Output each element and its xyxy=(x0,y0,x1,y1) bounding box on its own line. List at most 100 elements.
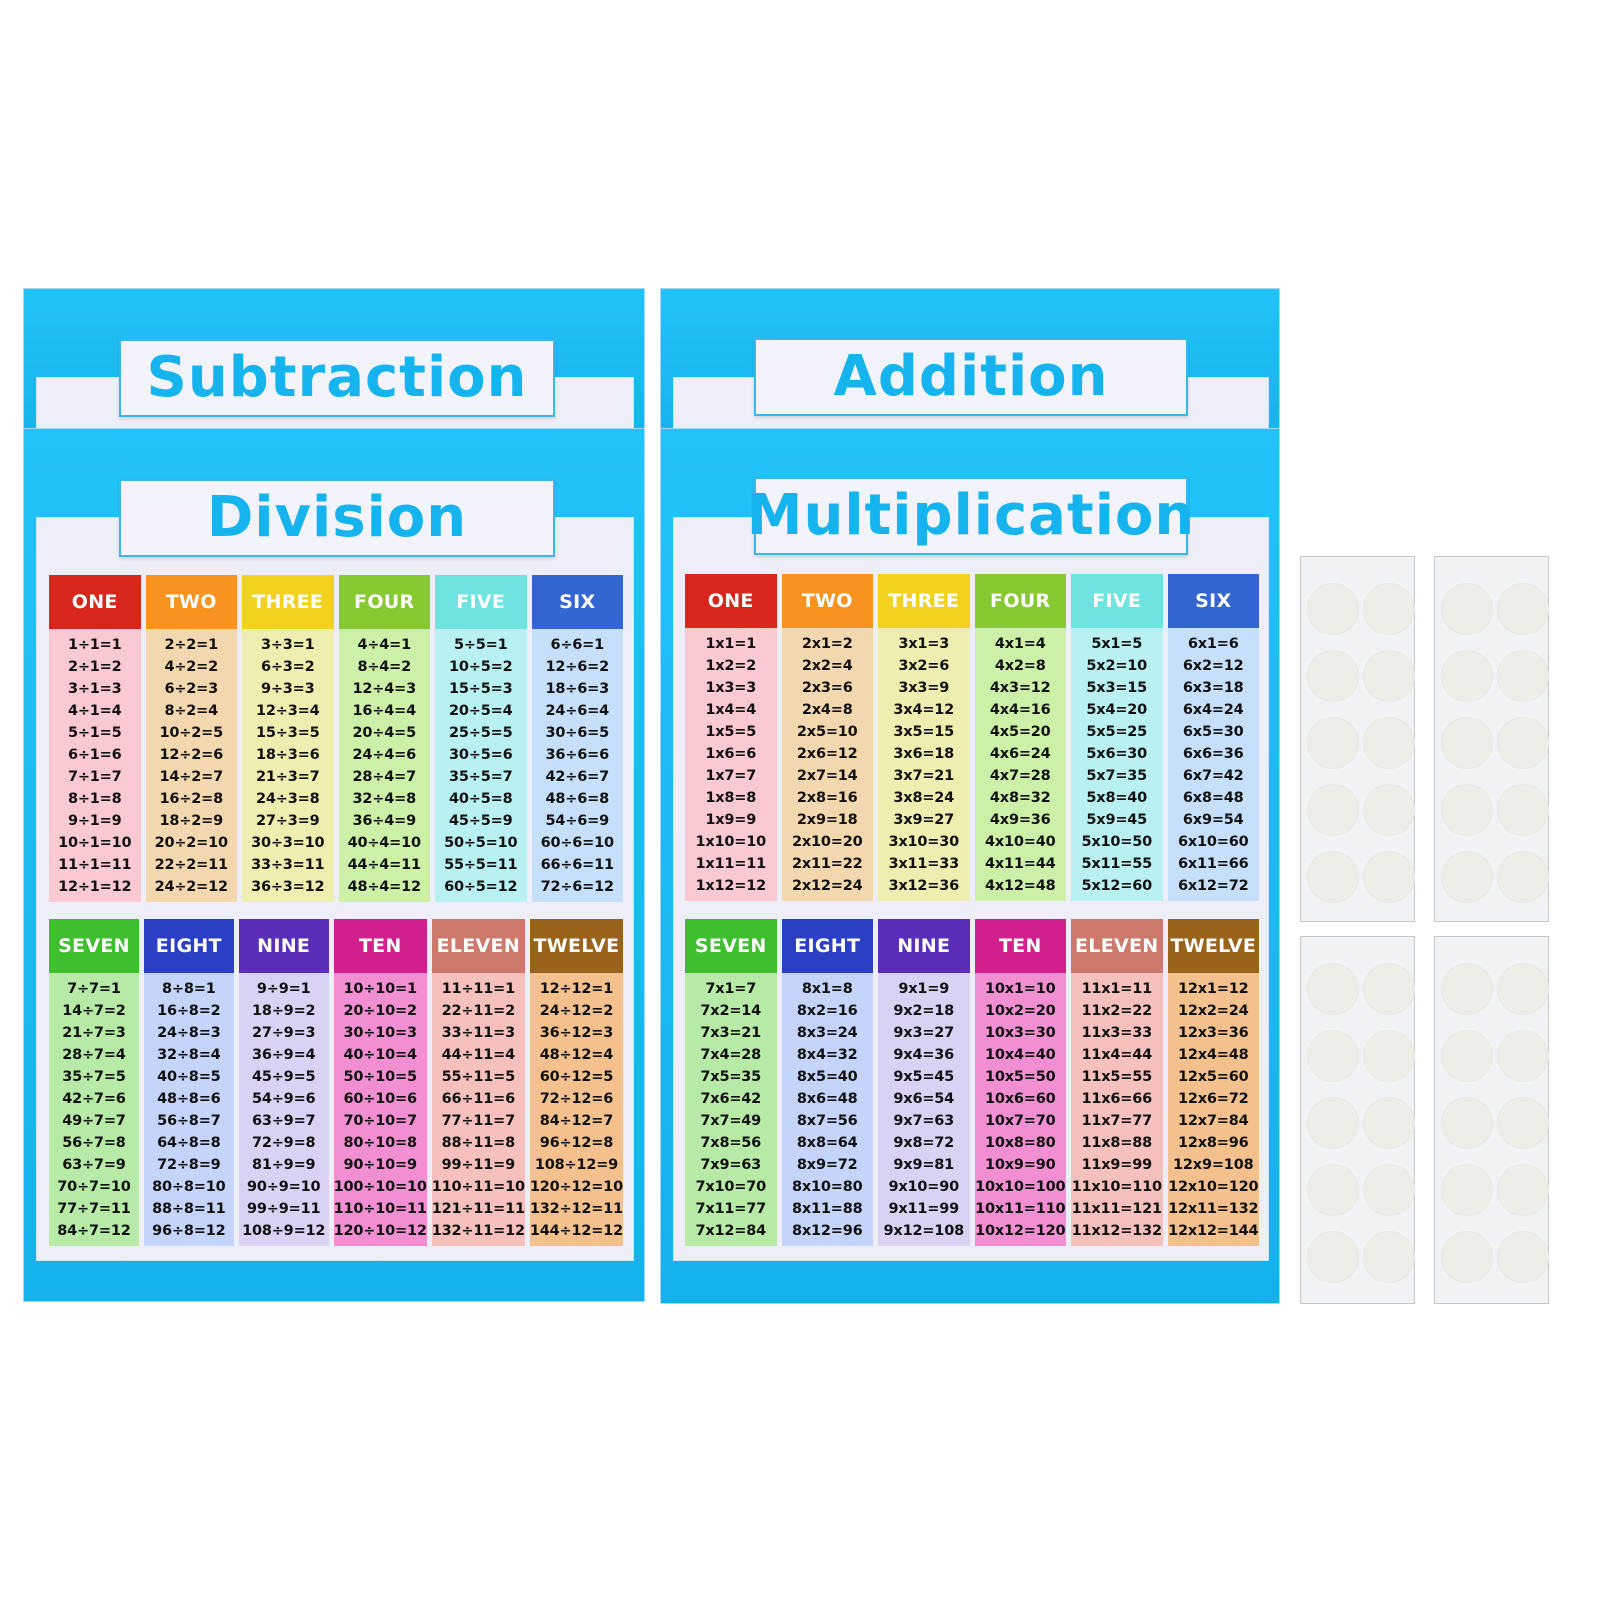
math-fact: 60÷10=6 xyxy=(343,1091,418,1107)
adhesive-dot-sheet xyxy=(1300,936,1415,1304)
adhesive-dot xyxy=(1363,1030,1415,1082)
math-fact: 77÷7=11 xyxy=(57,1201,131,1217)
math-fact: 2x12=24 xyxy=(791,878,863,894)
math-fact: 99÷9=11 xyxy=(247,1201,321,1217)
math-fact: 16÷8=2 xyxy=(157,1003,221,1019)
math-fact: 24÷3=8 xyxy=(256,791,320,807)
column-header: TEN xyxy=(333,919,427,973)
math-fact: 72÷9=8 xyxy=(251,1135,316,1151)
math-fact: 63÷7=9 xyxy=(62,1157,126,1173)
column-header: EIGHT xyxy=(143,919,234,973)
math-fact: 4÷2=2 xyxy=(164,659,219,675)
math-fact: 42÷6=7 xyxy=(545,769,610,785)
math-fact: 30÷10=3 xyxy=(343,1025,418,1041)
adhesive-dot xyxy=(1363,963,1415,1015)
math-fact: 24÷4=6 xyxy=(352,747,417,763)
adhesive-dot xyxy=(1441,717,1493,769)
math-fact: 30÷5=6 xyxy=(449,747,513,763)
math-fact: 6x7=42 xyxy=(1182,768,1244,784)
math-fact: 24÷8=3 xyxy=(157,1025,221,1041)
math-fact: 56÷8=7 xyxy=(157,1113,221,1129)
math-fact: 12x1=12 xyxy=(1177,981,1249,997)
column-header: FIVE xyxy=(1071,574,1163,628)
math-fact: 10x1=10 xyxy=(984,981,1056,997)
math-fact: 3x7=21 xyxy=(893,768,955,784)
column-header: FOUR xyxy=(338,575,430,629)
math-fact: 7x11=77 xyxy=(695,1201,767,1217)
math-fact: 8÷4=2 xyxy=(357,659,412,675)
math-fact: 32÷8=4 xyxy=(157,1047,221,1063)
math-fact: 20÷5=4 xyxy=(449,703,513,719)
adhesive-dot xyxy=(1307,784,1359,836)
math-fact: 6x6=36 xyxy=(1182,746,1244,762)
adhesive-dot xyxy=(1307,1164,1359,1216)
math-fact: 10x8=80 xyxy=(984,1135,1056,1151)
math-fact: 2x5=10 xyxy=(796,724,858,740)
math-fact: 8x8=64 xyxy=(796,1135,858,1151)
math-fact: 6x11=66 xyxy=(1177,856,1249,872)
column-header: TWO xyxy=(145,575,237,629)
adhesive-dot xyxy=(1497,1030,1549,1082)
math-fact: 20÷2=10 xyxy=(154,835,229,851)
adhesive-dot xyxy=(1441,1231,1493,1283)
math-fact: 27÷9=3 xyxy=(251,1025,316,1041)
math-fact: 8÷2=4 xyxy=(164,703,219,719)
math-fact: 108÷9=12 xyxy=(242,1223,326,1239)
math-fact: 6x2=12 xyxy=(1182,658,1244,674)
math-fact: 50÷5=10 xyxy=(444,835,518,851)
math-fact: 5x6=30 xyxy=(1086,746,1148,762)
adhesive-dot xyxy=(1363,650,1415,702)
math-fact: 9x9=81 xyxy=(893,1157,955,1173)
math-fact: 11x7=77 xyxy=(1081,1113,1153,1129)
column-header: SEVEN xyxy=(49,919,139,973)
subtraction-poster: Subtraction xyxy=(23,288,645,457)
math-fact: 40÷4=10 xyxy=(347,835,422,851)
math-fact: 6x1=6 xyxy=(1187,636,1239,652)
column-header: EIGHT xyxy=(781,919,873,973)
math-fact: 10x9=90 xyxy=(984,1157,1056,1173)
adhesive-dot-sheet xyxy=(1434,556,1549,922)
math-fact: 5x10=50 xyxy=(1081,834,1153,850)
math-fact: 20÷10=2 xyxy=(343,1003,418,1019)
math-fact: 8x5=40 xyxy=(796,1069,858,1085)
math-fact: 10x10=100 xyxy=(975,1179,1066,1195)
math-fact: 12x6=72 xyxy=(1177,1091,1249,1107)
math-fact: 10x11=110 xyxy=(975,1201,1066,1217)
math-fact: 9x7=63 xyxy=(893,1113,955,1129)
math-fact: 66÷6=11 xyxy=(540,857,615,873)
math-fact: 70÷7=10 xyxy=(57,1179,131,1195)
math-fact: 2x9=18 xyxy=(796,812,858,828)
math-fact: 8x3=24 xyxy=(796,1025,858,1041)
math-fact: 14÷7=2 xyxy=(62,1003,126,1019)
math-fact: 2x2=4 xyxy=(801,658,853,674)
column-header: ONE xyxy=(49,575,141,629)
math-fact: 1x11=11 xyxy=(695,856,767,872)
math-fact: 4x3=12 xyxy=(989,680,1051,696)
math-fact: 4x2=8 xyxy=(994,658,1046,674)
math-fact: 32÷4=8 xyxy=(352,791,417,807)
math-fact: 55÷11=5 xyxy=(441,1069,516,1085)
math-fact: 9÷1=9 xyxy=(67,813,122,829)
math-fact: 8÷1=8 xyxy=(67,791,122,807)
math-fact: 45÷9=5 xyxy=(251,1069,316,1085)
math-fact: 7x4=28 xyxy=(700,1047,762,1063)
math-fact: 72÷12=6 xyxy=(539,1091,614,1107)
math-fact: 8x1=8 xyxy=(801,981,853,997)
adhesive-dot xyxy=(1363,784,1415,836)
math-fact: 12÷1=12 xyxy=(58,879,132,895)
math-fact: 9x10=90 xyxy=(888,1179,960,1195)
math-fact: 12÷3=4 xyxy=(256,703,320,719)
